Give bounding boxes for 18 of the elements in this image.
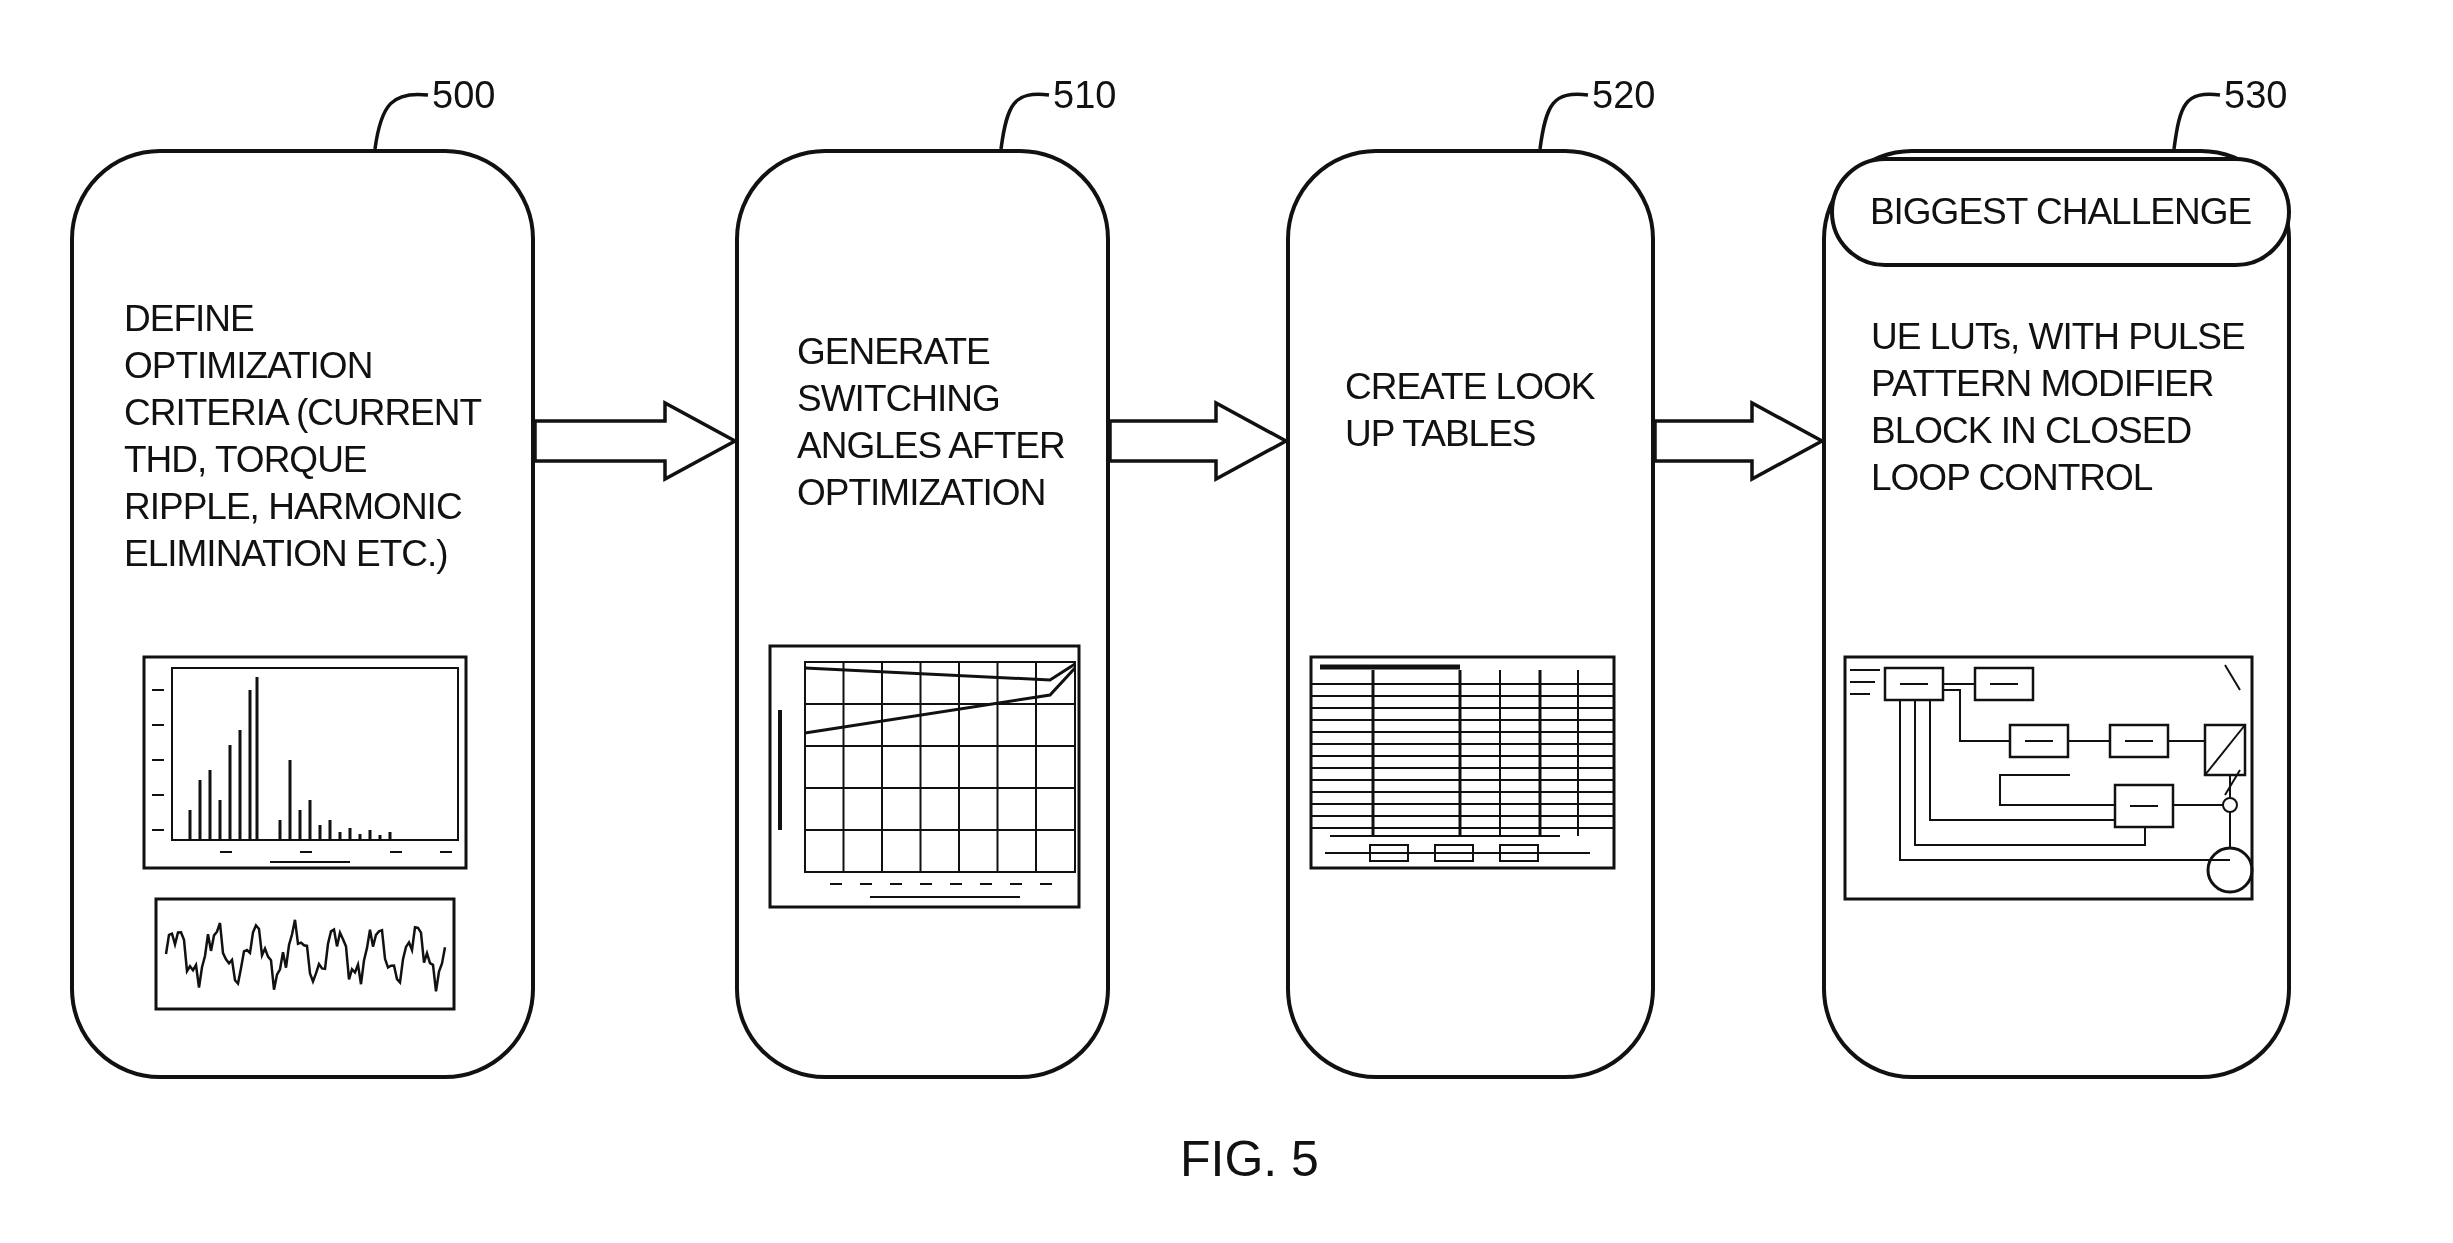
step-text: CREATE LOOK UP TABLES (1345, 365, 1596, 456)
reference-numeral: 520 (1592, 72, 1672, 118)
reference-numeral: 500 (432, 72, 512, 118)
step-text: DEFINE OPTIMIZATION CRITERIA (CURRENT THD, TORQUE RIPPLE, HARMONIC ELIMINATION ETC.) (124, 297, 482, 576)
header-band: BIGGEST CHALLENGE (1830, 157, 2291, 267)
process-box (1286, 149, 1655, 1079)
leader-line (1538, 92, 1589, 150)
leader-line (2172, 92, 2221, 150)
step-text: UE LUTs, WITH PULSE PATTERN MODIFIER BLOCK IN CLOSED LOOP CONTROL (1871, 315, 2246, 500)
leader-line (373, 92, 429, 150)
process-box (735, 149, 1110, 1079)
process-box (1822, 149, 2291, 1079)
leader-line (999, 92, 1050, 150)
figure-caption: FIG. 5 (1180, 1130, 1319, 1188)
process-box (70, 149, 535, 1079)
reference-numeral: 530 (2224, 72, 2304, 118)
reference-numeral: 510 (1053, 72, 1133, 118)
step-text: GENERATE SWITCHING ANGLES AFTER OPTIMIZATION (797, 330, 1066, 515)
